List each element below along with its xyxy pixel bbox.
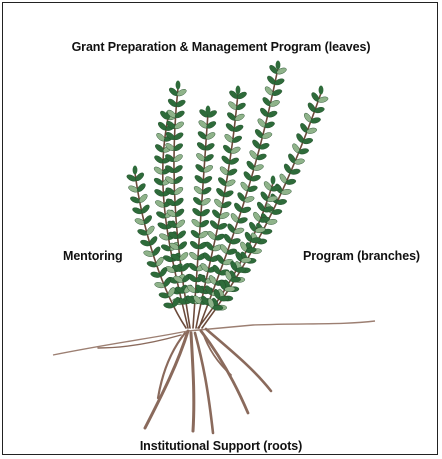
leaf-tip: [276, 61, 281, 70]
roots: [98, 329, 271, 433]
leaf-tip: [236, 86, 241, 95]
leaf: [219, 296, 230, 302]
label-mentoring: Mentoring: [63, 249, 123, 263]
plant-illustration: [3, 3, 439, 456]
diagram-title: Grant Preparation & Management Program (…: [3, 40, 439, 54]
leaves: [126, 61, 329, 311]
leaf-tip: [176, 81, 181, 90]
leaf-tip: [271, 176, 276, 185]
diagram-frame: Grant Preparation & Management Program (…: [2, 2, 438, 455]
leaf-tip: [133, 166, 138, 175]
leaf-tip: [206, 106, 211, 115]
label-program-branches: Program (branches): [303, 249, 420, 263]
leaf: [213, 305, 223, 310]
label-institutional-support: Institutional Support (roots): [3, 439, 439, 453]
leaf-tip: [319, 86, 324, 95]
leaf: [225, 286, 236, 292]
